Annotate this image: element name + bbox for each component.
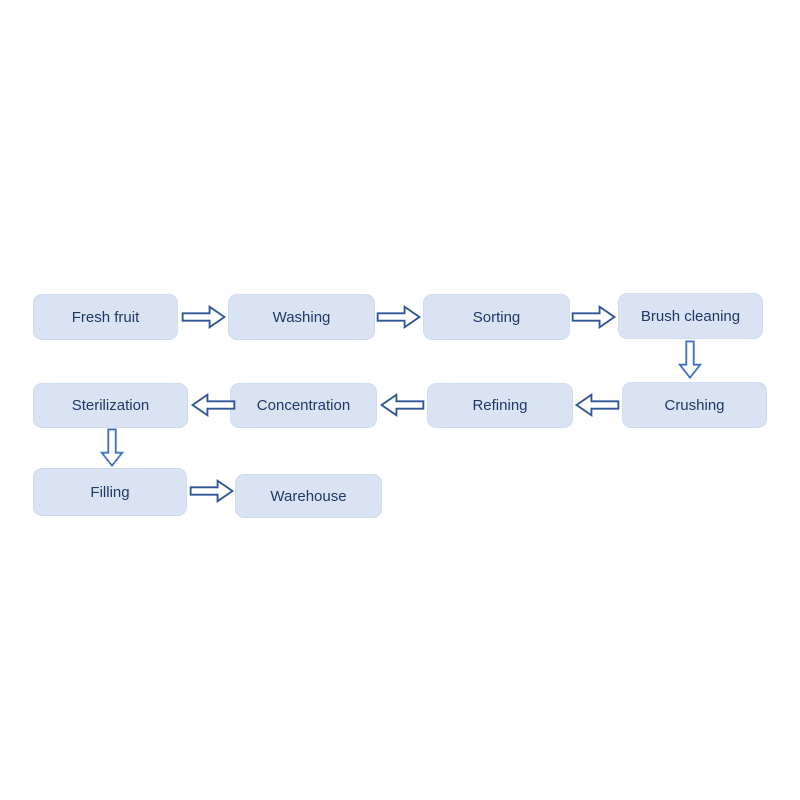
node-sterilization-label: Sterilization <box>71 397 150 414</box>
arrow-sorting-to-brush-cleaning-icon <box>571 305 617 329</box>
node-fresh-fruit: Fresh fruit <box>33 294 178 340</box>
node-refining-label: Refining <box>472 397 528 414</box>
node-washing-label: Washing <box>272 308 331 326</box>
arrow-fresh-fruit-to-washing-icon <box>181 305 227 329</box>
node-washing: Washing <box>228 294 375 340</box>
node-brush-cleaning-label: Brush cleaning <box>640 307 741 325</box>
arrow-refining-to-concentration-icon <box>379 393 425 417</box>
node-concentration: Concentration <box>230 383 377 428</box>
arrow-washing-to-sorting-icon <box>376 305 422 329</box>
node-sorting: Sorting <box>423 294 570 340</box>
node-warehouse: Warehouse <box>235 474 382 518</box>
node-fresh-fruit-label: Fresh fruit <box>71 308 140 326</box>
node-filling-label: Filling <box>90 483 130 501</box>
node-refining: Refining <box>427 383 573 428</box>
node-crushing-label: Crushing <box>664 396 725 414</box>
arrow-brush-cleaning-to-crushing-icon <box>677 340 703 380</box>
arrow-sterilization-to-filling-icon <box>99 428 125 468</box>
arrow-filling-to-warehouse-icon <box>189 479 235 503</box>
node-brush-cleaning: Brush cleaning <box>618 293 763 339</box>
node-concentration-label: Concentration <box>256 397 351 414</box>
node-sorting-label: Sorting <box>472 308 521 326</box>
node-filling: Filling <box>33 468 187 516</box>
node-sterilization: Sterilization <box>33 383 188 428</box>
arrow-crushing-to-refining-icon <box>574 393 620 417</box>
arrow-concentration-to-sterilization-icon <box>190 393 236 417</box>
node-warehouse-label: Warehouse <box>270 487 347 505</box>
node-crushing: Crushing <box>622 382 767 428</box>
